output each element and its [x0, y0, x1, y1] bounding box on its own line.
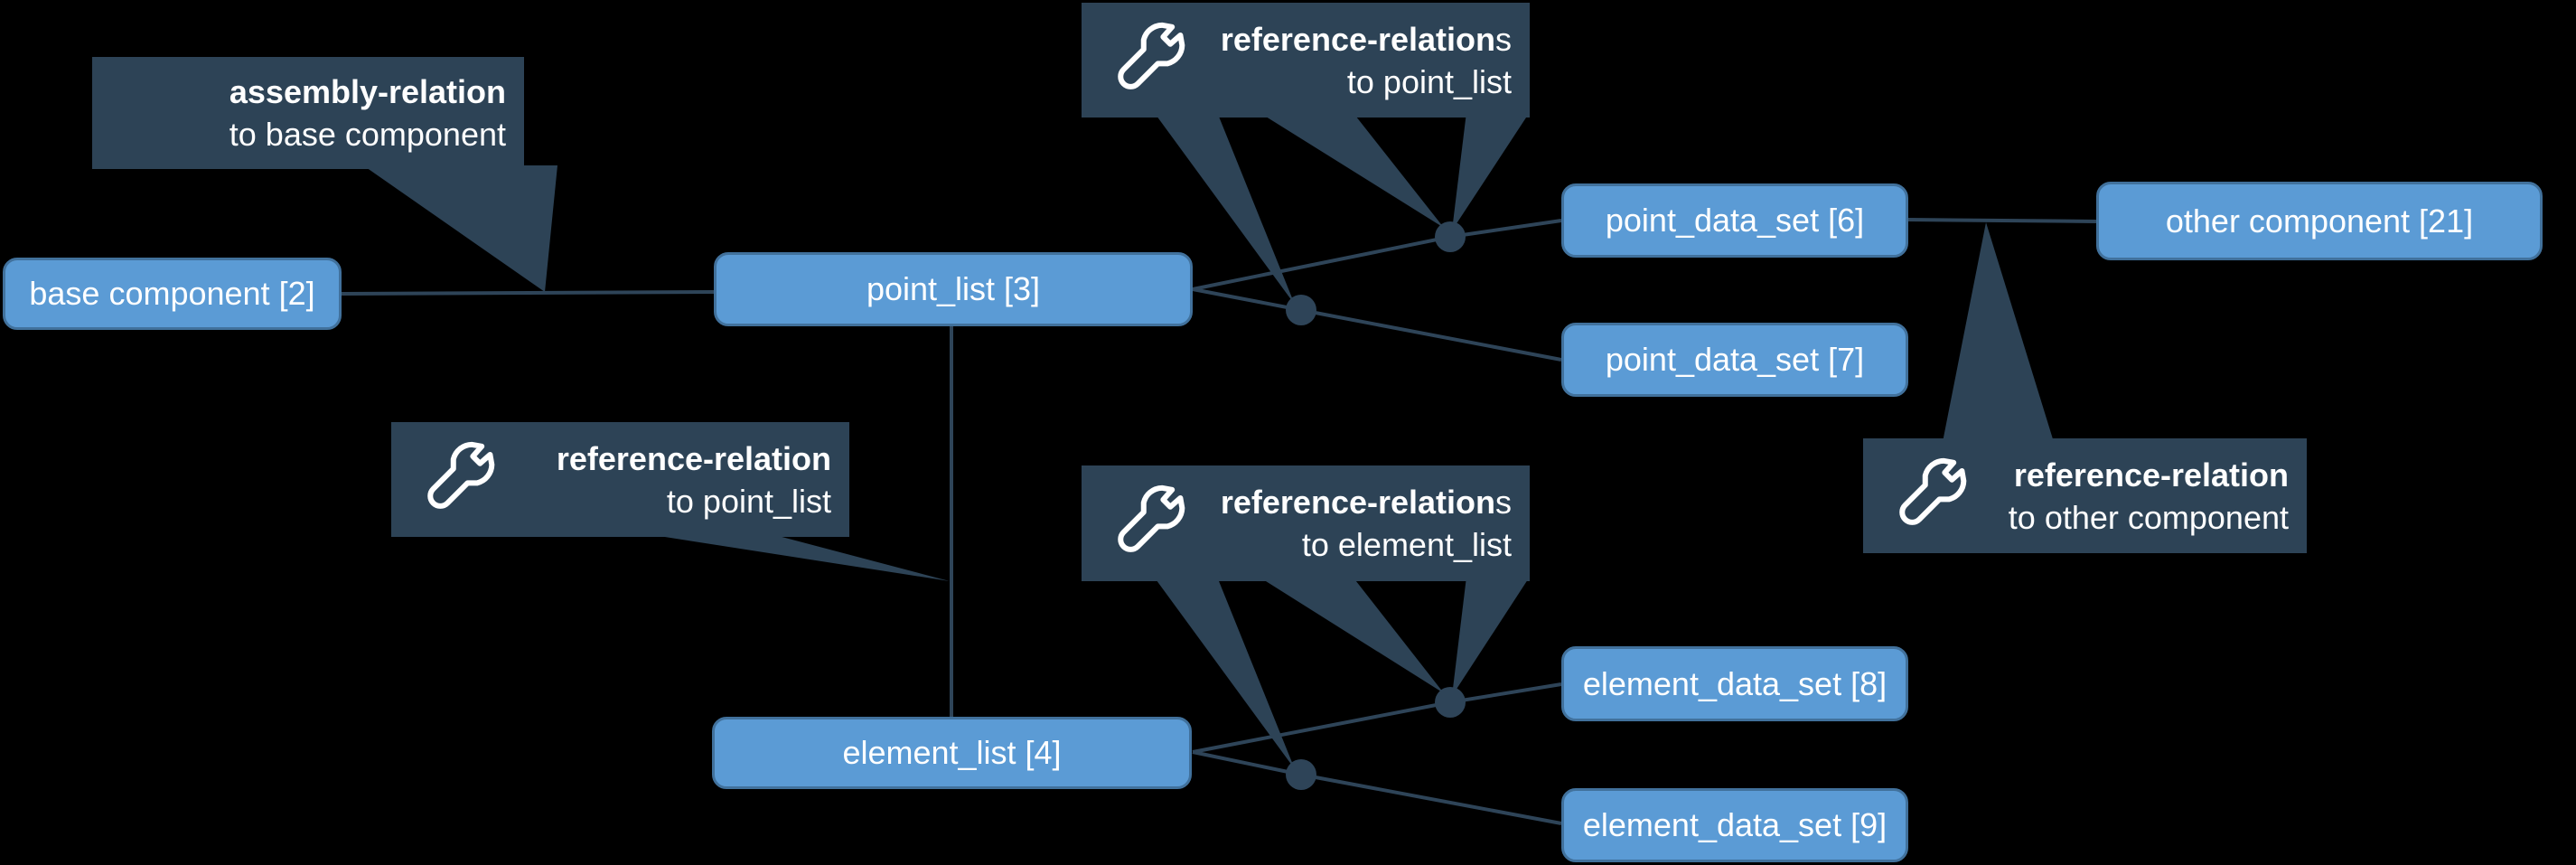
- callout-assembly-relation-to-base-component: assembly-relation to base component: [92, 57, 524, 169]
- node-element-data-set-9: element_data_set [9]: [1561, 788, 1908, 862]
- node-label: other component [21]: [2165, 202, 2474, 240]
- callout-relation-name: assembly-relation: [229, 73, 506, 110]
- wrench-icon: [1118, 484, 1185, 552]
- wrench-icon: [1118, 22, 1185, 89]
- callout-text: reference-relation to other component: [2009, 454, 2289, 539]
- callout-text: reference-relations to element_list: [1221, 481, 1512, 566]
- connector-point-list-to-point-data-set-7: [1192, 287, 1562, 362]
- callout-tail-reference-relations-to-point-list: [1259, 112, 1444, 228]
- callout-text: reference-relations to point_list: [1221, 18, 1512, 103]
- callout-relation-suffix: s: [1495, 484, 1512, 521]
- callout-target: to other component: [2008, 498, 2289, 536]
- callout-relation-name: reference-relation: [1220, 484, 1495, 521]
- junction-dot-1: [1286, 295, 1316, 325]
- wrench-icon: [1899, 457, 1967, 525]
- node-label: element_data_set [8]: [1582, 664, 1888, 702]
- callout-relation-name: reference-relation: [2013, 456, 2289, 494]
- callout-reference-relations-to-element-list: reference-relations to element_list: [1082, 465, 1530, 581]
- callout-tail-reference-relation-to-point-list: [642, 533, 950, 581]
- connector-base-component-to-point-list: [341, 290, 715, 296]
- node-label: element_data_set [9]: [1582, 806, 1888, 843]
- node-label: element_list [4]: [842, 734, 1062, 771]
- node-point-data-set-7: point_data_set [7]: [1561, 323, 1908, 397]
- connector-point-data-set-6-to-other-component: [1907, 218, 2097, 223]
- callout-target: to point_list: [1346, 62, 1512, 100]
- callout-tail-reference-relations-to-element-list: [1452, 577, 1530, 696]
- callout-reference-relations-to-point-list: reference-relations to point_list: [1082, 3, 1530, 118]
- callout-tail-reference-relations-to-element-list: [1259, 577, 1444, 693]
- callout-tail-reference-relation-to-other-component: [1943, 222, 2054, 442]
- node-label: base component [2]: [29, 275, 315, 312]
- callout-text: assembly-relation to base component: [229, 71, 506, 155]
- callout-reference-relation-to-point-list: reference-relation to point_list: [391, 422, 849, 537]
- callout-relation-name: reference-relation: [556, 439, 831, 477]
- node-point-list: point_list [3]: [714, 252, 1193, 326]
- junction-dot-0: [1435, 221, 1466, 252]
- wrench-icon: [427, 441, 495, 509]
- junction-dot-3: [1286, 759, 1316, 790]
- callout-tail-reference-relations-to-point-list: [1452, 112, 1530, 230]
- node-element-list: element_list [4]: [712, 717, 1192, 789]
- node-label: point_list [3]: [866, 270, 1041, 307]
- node-label: point_data_set [7]: [1605, 341, 1865, 378]
- callout-tail-reference-relations-to-point-list: [1154, 112, 1295, 305]
- node-label: point_data_set [6]: [1605, 202, 1865, 239]
- callout-tail-reference-relations-to-element-list: [1154, 577, 1295, 769]
- callout-tail-assembly-relation-to-base-component: [363, 165, 557, 292]
- junction-dot-2: [1435, 687, 1466, 718]
- node-other-component: other component [21]: [2096, 182, 2543, 260]
- callout-target: to element_list: [1301, 526, 1512, 563]
- node-element-data-set-8: element_data_set [8]: [1561, 646, 1908, 721]
- node-point-data-set-6: point_data_set [6]: [1561, 183, 1908, 258]
- callout-relation-suffix: s: [1495, 20, 1512, 58]
- connector-element-list-to-element-data-set-9: [1192, 750, 1562, 825]
- node-base-component: base component [2]: [3, 258, 342, 330]
- callout-target: to base component: [229, 116, 506, 153]
- callout-relation-name: reference-relation: [1220, 20, 1495, 58]
- callout-target: to point_list: [666, 482, 831, 520]
- callout-reference-relation-to-other-component: reference-relation to other component: [1863, 438, 2307, 553]
- callout-text: reference-relation to point_list: [557, 437, 831, 522]
